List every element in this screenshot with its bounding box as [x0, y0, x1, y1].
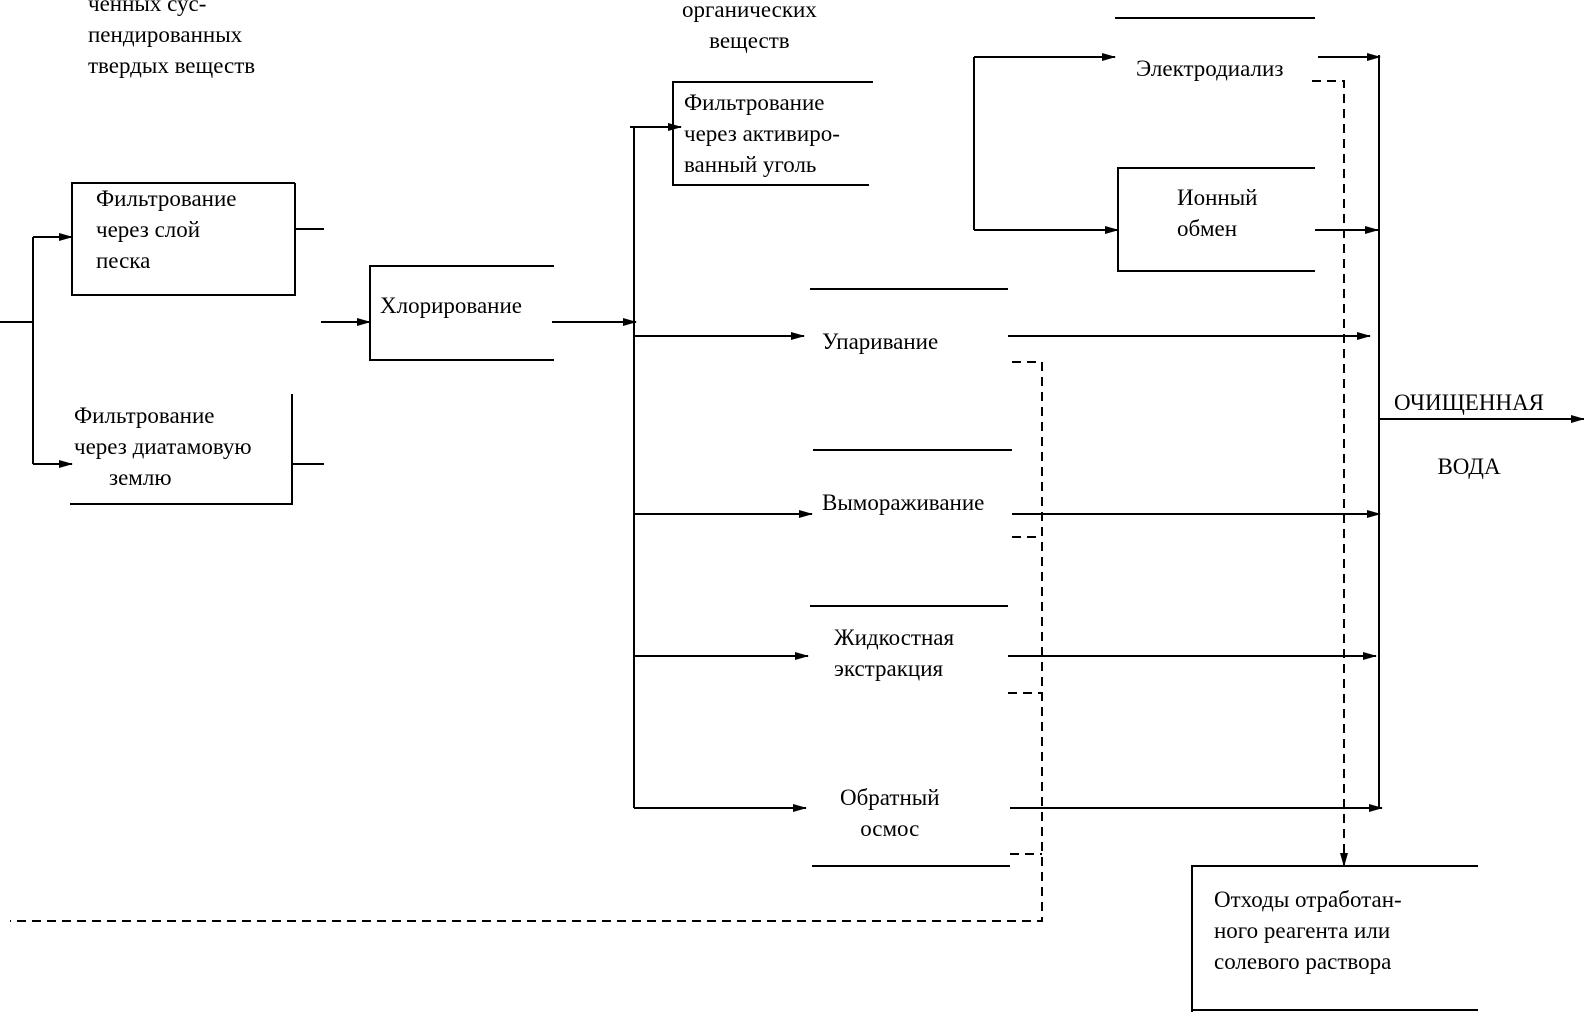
diatom-filter-box [70, 394, 293, 505]
carbon-filter-label: Фильтрование через активиро- ванный угол… [684, 90, 840, 177]
organics-fragment: органических веществ [682, 0, 817, 53]
liquid-extraction-label: Жидкостная экстракция [834, 625, 955, 681]
freezing-label: Вымораживание [822, 490, 985, 515]
reverse-osmosis-label: Обратный осмос [840, 785, 940, 841]
electrodialysis-waste-line [1312, 80, 1348, 867]
chlorination-box [369, 265, 554, 361]
chlorination-label: Хлорирование [380, 293, 522, 318]
electrodialysis-label: Электродиализ [1136, 56, 1284, 81]
sand-filter-box [71, 182, 296, 296]
sand-filter-label: Фильтрование через слой песка [96, 186, 237, 273]
clean-water-label: ОЧИЩЕННАЯ ВОДА [1394, 390, 1545, 479]
waste-box [1191, 865, 1478, 1012]
ion-exchange-label: Ионный обмен [1177, 185, 1258, 241]
ion-exchange-box [1117, 167, 1315, 272]
carbon-filter-box [672, 81, 873, 186]
suspended-solids-fragment: ченных сус- пендированных твердых вещест… [88, 0, 256, 78]
evaporation-waste-line [10, 361, 1043, 922]
diatom-filter-label: Фильтрование через диатамовую землю [74, 403, 252, 490]
evaporation-label: Упаривание [822, 329, 939, 354]
waste-label: Отходы отработан- ного реагента или соле… [1214, 887, 1402, 974]
